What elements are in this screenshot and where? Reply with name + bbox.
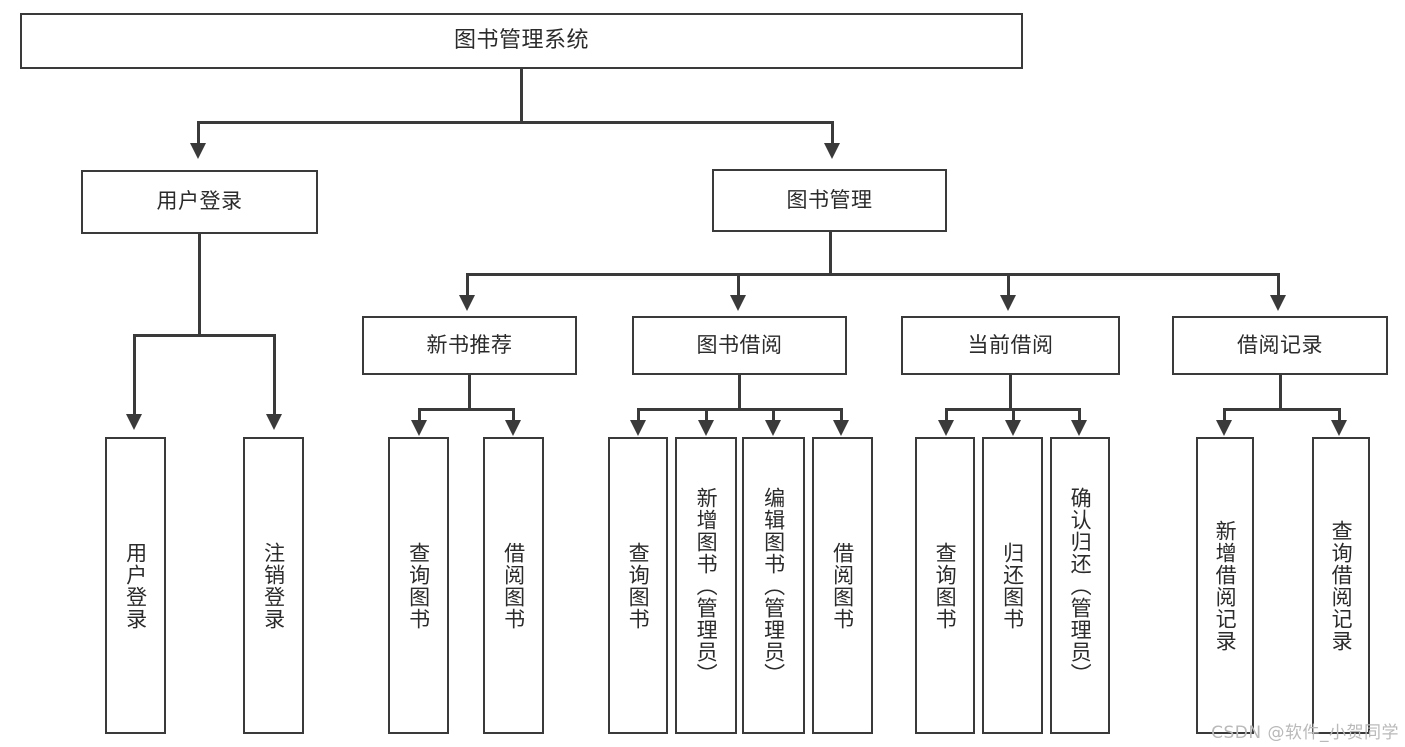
arrowhead-borrow-leaf-4 [833, 420, 849, 436]
node-label: 确认归还（管理员） [1068, 486, 1093, 685]
leaf-record-query-record[interactable]: 查询借阅记录 [1312, 437, 1370, 734]
arrowhead-book-borrow [730, 295, 746, 311]
connector-level3-drop-1 [466, 273, 469, 297]
leaf-user-login[interactable]: 用户登录 [105, 437, 166, 734]
csdn-watermark: CSDN @软件_小贺同学 [1211, 723, 1399, 743]
connector-recommend-drop-1 [418, 408, 421, 422]
leaf-borrow-edit-book-admin[interactable]: 编辑图书（管理员） [742, 437, 805, 734]
connector-current-drop-2 [1012, 408, 1015, 422]
leaf-current-return-book[interactable]: 归还图书 [982, 437, 1043, 734]
connector-level3-drop-3 [1007, 273, 1010, 297]
leaf-recommend-borrow-book[interactable]: 借阅图书 [483, 437, 544, 734]
arrowhead-borrow-leaf-3 [765, 420, 781, 436]
arrowhead-current-leaf-3 [1071, 420, 1087, 436]
node-label: 用户登录 [156, 189, 243, 214]
connector-borrow-stem [738, 375, 741, 409]
arrowhead-new-book-recommend [459, 295, 475, 311]
arrowhead-recommend-leaf-2 [505, 420, 521, 436]
connector-book-manage-stem [829, 232, 832, 274]
node-current-borrow[interactable]: 当前借阅 [901, 316, 1120, 375]
arrowhead-user-login [190, 143, 206, 159]
node-label: 新书推荐 [426, 332, 513, 357]
arrowhead-book-manage [824, 143, 840, 159]
node-label: 用户登录 [123, 541, 148, 630]
node-label: 图书借阅 [696, 332, 783, 357]
connector-user-login-drop-1 [133, 334, 136, 416]
connector-borrow-bar [637, 408, 842, 411]
node-borrow-record[interactable]: 借阅记录 [1172, 316, 1388, 375]
arrowhead-current-leaf-1 [938, 420, 954, 436]
leaf-current-confirm-return-admin[interactable]: 确认归还（管理员） [1050, 437, 1110, 734]
connector-level2-drop-right [831, 121, 834, 145]
node-label: 编辑图书（管理员） [761, 486, 786, 685]
node-book-management[interactable]: 图书管理 [712, 169, 947, 232]
node-new-book-recommend[interactable]: 新书推荐 [362, 316, 577, 375]
connector-recommend-bar [418, 408, 515, 411]
leaf-logout[interactable]: 注销登录 [243, 437, 304, 734]
node-label: 新增借阅记录 [1213, 519, 1238, 652]
leaf-borrow-query-book[interactable]: 查询图书 [608, 437, 668, 734]
arrowhead-current-leaf-2 [1005, 420, 1021, 436]
node-label: 借阅记录 [1237, 332, 1323, 357]
leaf-borrow-add-book-admin[interactable]: 新增图书（管理员） [675, 437, 737, 734]
connector-recommend-drop-2 [512, 408, 515, 422]
arrowhead-leaf-user-login [126, 414, 142, 430]
node-label: 借阅图书 [501, 541, 526, 630]
connector-record-bar [1223, 408, 1341, 411]
arrowhead-current-borrow [1000, 295, 1016, 311]
connector-user-login-stem [198, 234, 201, 335]
node-label: 新增图书（管理员） [694, 486, 719, 685]
connector-level2-drop-left [197, 121, 200, 145]
connector-current-drop-1 [945, 408, 948, 422]
node-user-login[interactable]: 用户登录 [81, 170, 318, 234]
node-label: 归还图书 [1000, 541, 1025, 630]
connector-borrow-drop-1 [637, 408, 640, 422]
connector-level3-bar [466, 273, 1280, 276]
node-label: 当前借阅 [967, 332, 1054, 357]
connector-current-drop-3 [1078, 408, 1081, 422]
connector-user-login-bar [133, 334, 276, 337]
connector-user-login-drop-2 [273, 334, 276, 416]
arrowhead-recommend-leaf-1 [411, 420, 427, 436]
arrowhead-borrow-leaf-1 [630, 420, 646, 436]
node-label: 查询借阅记录 [1329, 519, 1354, 652]
connector-borrow-drop-3 [772, 408, 775, 422]
arrowhead-record-leaf-2 [1331, 420, 1347, 436]
arrowhead-leaf-logout [266, 414, 282, 430]
arrowhead-borrow-leaf-2 [698, 420, 714, 436]
connector-record-drop-2 [1338, 408, 1341, 422]
node-label: 注销登录 [261, 541, 286, 630]
node-root-system[interactable]: 图书管理系统 [20, 13, 1023, 69]
node-label: 查询图书 [933, 541, 958, 630]
node-book-borrow[interactable]: 图书借阅 [632, 316, 847, 375]
connector-level3-drop-4 [1277, 273, 1280, 297]
leaf-borrow-borrow-book[interactable]: 借阅图书 [812, 437, 873, 734]
connector-current-stem [1009, 375, 1012, 409]
connector-record-stem [1279, 375, 1282, 409]
node-label: 查询图书 [406, 541, 431, 630]
connector-record-drop-1 [1223, 408, 1226, 422]
node-label: 图书管理 [786, 187, 873, 212]
node-label: 借阅图书 [830, 541, 855, 630]
node-label: 查询图书 [626, 541, 651, 630]
connector-level3-drop-2 [737, 273, 740, 297]
leaf-record-add-record[interactable]: 新增借阅记录 [1196, 437, 1254, 734]
connector-borrow-drop-4 [840, 408, 843, 422]
node-label: 图书管理系统 [453, 27, 589, 53]
leaf-current-query-book[interactable]: 查询图书 [915, 437, 975, 734]
connector-recommend-stem [468, 375, 471, 409]
arrowhead-borrow-record [1270, 295, 1286, 311]
connector-root-stem [520, 69, 523, 122]
arrowhead-record-leaf-1 [1216, 420, 1232, 436]
leaf-recommend-query-book[interactable]: 查询图书 [388, 437, 449, 734]
connector-level2-bar [197, 121, 834, 124]
connector-borrow-drop-2 [705, 408, 708, 422]
